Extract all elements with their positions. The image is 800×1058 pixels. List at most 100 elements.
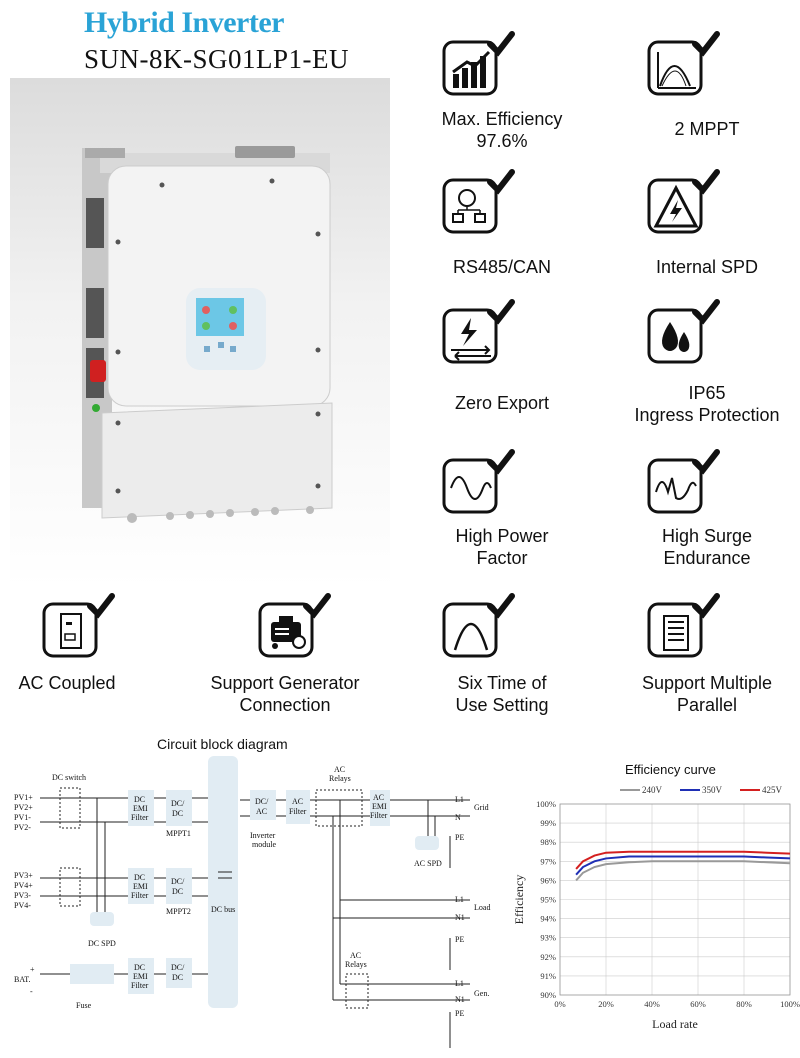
feature-label-line: Support Multiple xyxy=(641,673,773,693)
svg-text:EMI: EMI xyxy=(133,972,148,981)
svg-text:DC: DC xyxy=(134,963,145,972)
svg-text:DC/: DC/ xyxy=(171,799,185,808)
svg-text:PV1+: PV1+ xyxy=(14,793,33,802)
svg-text:Filter: Filter xyxy=(370,811,388,820)
x-tick-label: 80% xyxy=(736,999,752,1009)
feature-label-line: Max. Efficiency xyxy=(441,109,563,129)
svg-text:Filter: Filter xyxy=(131,891,149,900)
svg-text:DC: DC xyxy=(172,809,183,818)
feature-label-9: AC Coupled xyxy=(0,672,134,694)
inverter-image xyxy=(10,78,390,588)
svg-text:DC: DC xyxy=(134,795,145,804)
feature-label-line: AC Coupled xyxy=(18,673,116,693)
feature-label-3: RS485/CAN xyxy=(402,256,602,278)
svg-text:MPPT2: MPPT2 xyxy=(166,907,191,916)
svg-text:+: + xyxy=(30,965,35,974)
y-tick-label: 99% xyxy=(540,818,556,828)
svg-text:N1: N1 xyxy=(455,913,465,922)
y-tick-label: 90% xyxy=(540,990,556,1000)
svg-text:PV3+: PV3+ xyxy=(14,871,33,880)
svg-text:PV1-: PV1- xyxy=(14,813,31,822)
svg-text:AC: AC xyxy=(350,951,361,960)
svg-text:DC: DC xyxy=(172,887,183,896)
series-line-350V xyxy=(575,855,791,876)
svg-text:DC/: DC/ xyxy=(255,797,269,806)
x-axis-label: Load rate xyxy=(652,1017,698,1031)
svg-text:AC: AC xyxy=(334,765,345,774)
sine-wave-icon xyxy=(442,448,542,528)
y-axis-label: Efficiency xyxy=(512,875,526,925)
svg-text:Relays: Relays xyxy=(345,960,367,969)
x-tick-label: 0% xyxy=(554,999,565,1009)
feature-label-line: Zero Export xyxy=(454,393,550,413)
feature-label-line: Parallel xyxy=(676,695,738,715)
svg-text:PV4-: PV4- xyxy=(14,901,31,910)
svg-text:L1: L1 xyxy=(455,895,464,904)
svg-text:PV4+: PV4+ xyxy=(14,881,33,890)
feature-label-line: High Power xyxy=(455,526,549,546)
parabola-icon xyxy=(442,592,542,672)
generator-icon xyxy=(258,592,358,672)
x-tick-label: 100% xyxy=(780,999,800,1009)
svg-text:AC: AC xyxy=(292,797,303,806)
circuit-diagram: DC switch PV1+ PV2+ PV1- PV2- PV3+ PV4+ … xyxy=(14,756,490,1048)
feature-label-line: Ingress Protection xyxy=(634,405,780,425)
svg-text:PE: PE xyxy=(455,833,464,842)
svg-text:Grid: Grid xyxy=(474,803,489,812)
plot-frame xyxy=(559,803,791,996)
y-tick-label: 98% xyxy=(540,837,556,847)
feature-label-4: Internal SPD xyxy=(607,256,800,278)
efficiency-chart-icon xyxy=(442,30,542,110)
feature-label-line: Internal SPD xyxy=(655,257,759,277)
chart-title: Efficiency curve xyxy=(625,762,716,777)
svg-text:N1: N1 xyxy=(455,995,465,1004)
feature-label-line: RS485/CAN xyxy=(452,257,552,277)
svg-text:DC switch: DC switch xyxy=(52,773,86,782)
y-tick-label: 100% xyxy=(536,799,556,809)
svg-text:PV3-: PV3- xyxy=(14,891,31,900)
feature-label-5: Zero Export xyxy=(402,392,602,414)
feature-label-line: Endurance xyxy=(663,548,751,568)
feature-label-line: Six Time of xyxy=(457,673,547,693)
svg-text:PE: PE xyxy=(455,935,464,944)
svg-text:DC/: DC/ xyxy=(171,963,185,972)
feature-label-line: Use Setting xyxy=(455,695,549,715)
svg-text:AC: AC xyxy=(256,807,267,816)
series-line-240V xyxy=(575,860,791,882)
svg-text:L1: L1 xyxy=(455,979,464,988)
svg-text:DC: DC xyxy=(134,873,145,882)
product-title: Hybrid Inverter xyxy=(84,6,284,39)
ac-socket-icon xyxy=(42,592,142,672)
y-tick-label: 93% xyxy=(540,933,556,943)
circuit-title: Circuit block diagram xyxy=(157,736,288,752)
x-tick-label: 20% xyxy=(598,999,614,1009)
svg-text:PV2+: PV2+ xyxy=(14,803,33,812)
x-tick-label: 60% xyxy=(690,999,706,1009)
zero-export-icon xyxy=(442,298,542,378)
svg-text:Inverter: Inverter xyxy=(250,831,276,840)
surge-wave-icon xyxy=(647,448,747,528)
svg-text:-: - xyxy=(30,987,33,996)
feature-label-line: High Surge xyxy=(661,526,753,546)
svg-text:Filter: Filter xyxy=(289,807,307,816)
feature-label-line: 97.6% xyxy=(476,131,528,151)
svg-text:AC SPD: AC SPD xyxy=(414,859,442,868)
feature-label-line: 2 MPPT xyxy=(674,119,740,139)
x-tick-label: 40% xyxy=(644,999,660,1009)
svg-text:PV2-: PV2- xyxy=(14,823,31,832)
svg-text:DC SPD: DC SPD xyxy=(88,939,116,948)
feature-label-line: Support Generator xyxy=(210,673,360,693)
svg-text:EMI: EMI xyxy=(133,882,148,891)
svg-text:DC: DC xyxy=(172,973,183,982)
feature-label-2: 2 MPPT xyxy=(607,118,800,140)
legend-label-240V: 240V xyxy=(642,785,663,795)
svg-text:AC: AC xyxy=(373,793,384,802)
feature-label-line: Connection xyxy=(239,695,331,715)
